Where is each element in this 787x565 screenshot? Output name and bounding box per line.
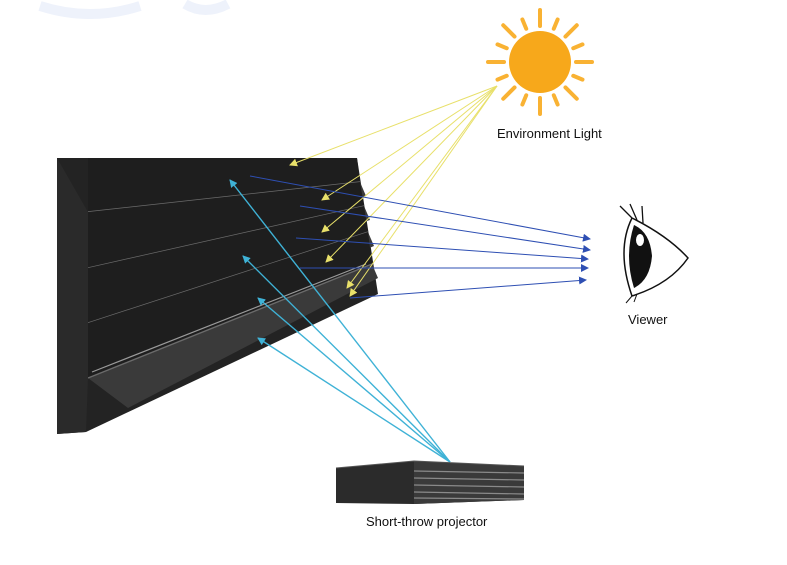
- reflected-ray: [249, 175, 591, 242]
- environment-ray: [349, 85, 498, 297]
- screen-highlight-line: [91, 263, 367, 373]
- sun-core: [509, 31, 571, 93]
- environment-ray: [321, 85, 498, 201]
- projector-rays: [229, 179, 451, 463]
- sun-ray: [551, 17, 560, 31]
- projector-label: Short-throw projector: [366, 514, 488, 529]
- screen-ridge-edge: [87, 263, 373, 379]
- reflected-ray: [295, 237, 589, 263]
- screen-facet-upper: [88, 182, 364, 268]
- sun-ray: [571, 73, 585, 82]
- projector-ray: [257, 337, 451, 463]
- environment-ray: [325, 85, 498, 263]
- ridged-screen-icon: [57, 158, 378, 434]
- environment-ray: [346, 85, 498, 289]
- sun-ray: [495, 73, 509, 82]
- screen-facet-upper: [88, 158, 360, 212]
- projector-ray: [242, 255, 451, 463]
- environment-light-label: Environment Light: [497, 126, 602, 141]
- reflected-rays: [249, 175, 591, 299]
- projector-icon: [335, 460, 525, 504]
- screen-side: [57, 158, 88, 434]
- environment-rays: [289, 85, 498, 297]
- projector-ray: [257, 297, 451, 463]
- sun-icon: [486, 8, 594, 116]
- environment-ray: [321, 85, 498, 233]
- screen-facet-upper: [88, 206, 368, 323]
- screen-facet-lower: [88, 264, 378, 408]
- sun-ray: [520, 93, 529, 107]
- reflected-ray: [349, 276, 587, 299]
- sun-ray: [495, 42, 509, 51]
- sun-ray: [551, 93, 560, 107]
- eye-icon: [619, 203, 689, 304]
- sun-ray: [563, 85, 579, 101]
- reflected-ray: [299, 205, 591, 253]
- sun-ray: [571, 42, 585, 51]
- environment-ray: [289, 85, 498, 167]
- decorative-arcs: [38, 0, 231, 19]
- projector-ray: [229, 179, 451, 463]
- viewer-label: Viewer: [628, 312, 668, 327]
- sun-ray: [501, 85, 517, 101]
- sun-ray: [501, 23, 517, 39]
- sun-ray: [563, 23, 579, 39]
- sun-ray: [520, 17, 529, 31]
